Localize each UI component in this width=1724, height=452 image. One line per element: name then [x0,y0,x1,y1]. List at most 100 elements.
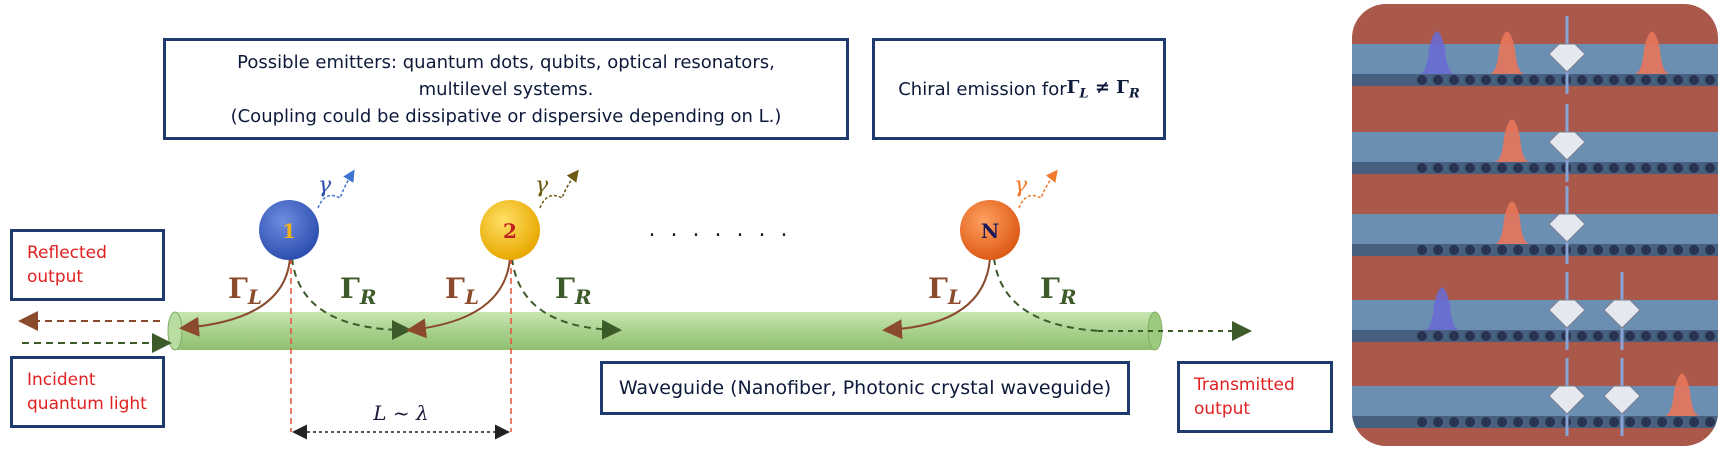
air-hole [1625,75,1635,85]
air-hole [1465,331,1475,341]
air-hole [1545,163,1555,173]
transmitted-line2: output [1194,399,1251,419]
air-hole [1513,245,1523,255]
air-hole [1529,331,1539,341]
reflected-line2: output [27,267,84,287]
light-pulse [1419,31,1455,74]
air-hole [1625,331,1635,341]
air-hole [1497,75,1507,85]
light-pulse [1424,287,1460,330]
air-hole [1545,75,1555,85]
air-hole [1449,245,1459,255]
air-hole [1481,331,1491,341]
air-hole [1417,245,1427,255]
air-hole [1513,331,1523,341]
air-hole [1449,417,1459,427]
air-hole [1657,331,1667,341]
air-hole [1481,163,1491,173]
air-hole [1465,163,1475,173]
light-pulse [1494,119,1530,162]
air-hole [1625,163,1635,173]
light-pulse [1634,31,1670,74]
emitter-1-label: 1 [282,219,296,243]
illustration-canvas [1352,16,1718,436]
air-hole [1689,331,1699,341]
air-hole [1705,417,1715,427]
air-hole [1673,331,1683,341]
coupling-left-arc-n [882,257,991,340]
air-hole [1529,163,1539,173]
air-hole [1497,417,1507,427]
reflected-line1: Reflected [27,243,107,263]
decay-label-1: γ [318,173,332,198]
air-hole [1641,75,1651,85]
air-hole [1545,331,1555,341]
air-hole [1705,75,1715,85]
air-hole [1609,75,1619,85]
air-hole [1545,245,1555,255]
air-hole [1673,163,1683,173]
emitter-n: N γ [960,169,1058,260]
air-hole [1433,331,1443,341]
air-hole [1673,75,1683,85]
emitters-note-box: Possible emitters: quantum dots, qubits,… [163,38,849,140]
chiral-note-condition: ΓL ≠ ΓR [1066,76,1140,102]
air-hole [1465,245,1475,255]
air-hole [1433,417,1443,427]
air-hole [1641,245,1651,255]
coupling-left-label-n: ΓL [928,272,962,309]
coupling-right-label-2: ΓR [555,272,592,309]
air-hole [1593,331,1603,341]
incident-light-box: Incident quantum light [10,356,165,428]
air-hole [1593,75,1603,85]
air-hole [1529,245,1539,255]
air-hole [1689,163,1699,173]
transmitted-output-box: Transmitted output [1177,361,1333,433]
air-hole [1577,163,1587,173]
transmitted-line1: Transmitted [1194,375,1295,395]
chiral-note-text: Chiral emission for [898,78,1067,100]
diamond-emitter [1548,43,1586,73]
air-hole [1529,75,1539,85]
diamond-emitter [1548,299,1586,329]
air-hole [1577,245,1587,255]
coupling-right-label-1: ΓR [340,272,377,309]
air-hole [1705,331,1715,341]
air-hole [1433,245,1443,255]
air-hole [1481,417,1491,427]
air-hole [1705,245,1715,255]
emitters-note-line3: (Coupling could be dissipative or disper… [230,105,782,127]
light-pulse [1494,201,1530,244]
air-hole [1417,331,1427,341]
diamond-emitter [1548,131,1586,161]
air-hole [1449,331,1459,341]
air-hole [1449,75,1459,85]
light-pulse [1489,31,1525,74]
air-hole [1641,331,1651,341]
air-hole [1545,417,1555,427]
air-hole [1625,245,1635,255]
incident-line1: Incident [27,370,96,390]
air-hole [1609,163,1619,173]
air-hole [1465,417,1475,427]
air-hole [1433,75,1443,85]
diamond-emitter [1603,385,1641,415]
air-hole [1593,417,1603,427]
air-hole [1609,417,1619,427]
air-hole [1657,245,1667,255]
emitters-note-line2: multilevel systems. [418,78,594,100]
coupling-right-label-n: ΓR [1040,272,1077,309]
reflected-output-box: Reflected output [10,229,165,301]
diamond-emitter [1603,299,1641,329]
emitters-note-line1: Possible emitters: quantum dots, qubits,… [237,51,775,73]
air-hole [1417,163,1427,173]
air-hole [1497,331,1507,341]
emitter-2: 2 γ [480,169,579,260]
air-hole [1513,417,1523,427]
coupling-right-arc-n [993,257,1101,332]
air-hole [1497,245,1507,255]
coupling-left-arc-2 [406,257,511,339]
chiral-note-box: Chiral emission for ΓL ≠ ΓR [872,38,1166,140]
coupling-right-arc-2 [511,257,622,340]
